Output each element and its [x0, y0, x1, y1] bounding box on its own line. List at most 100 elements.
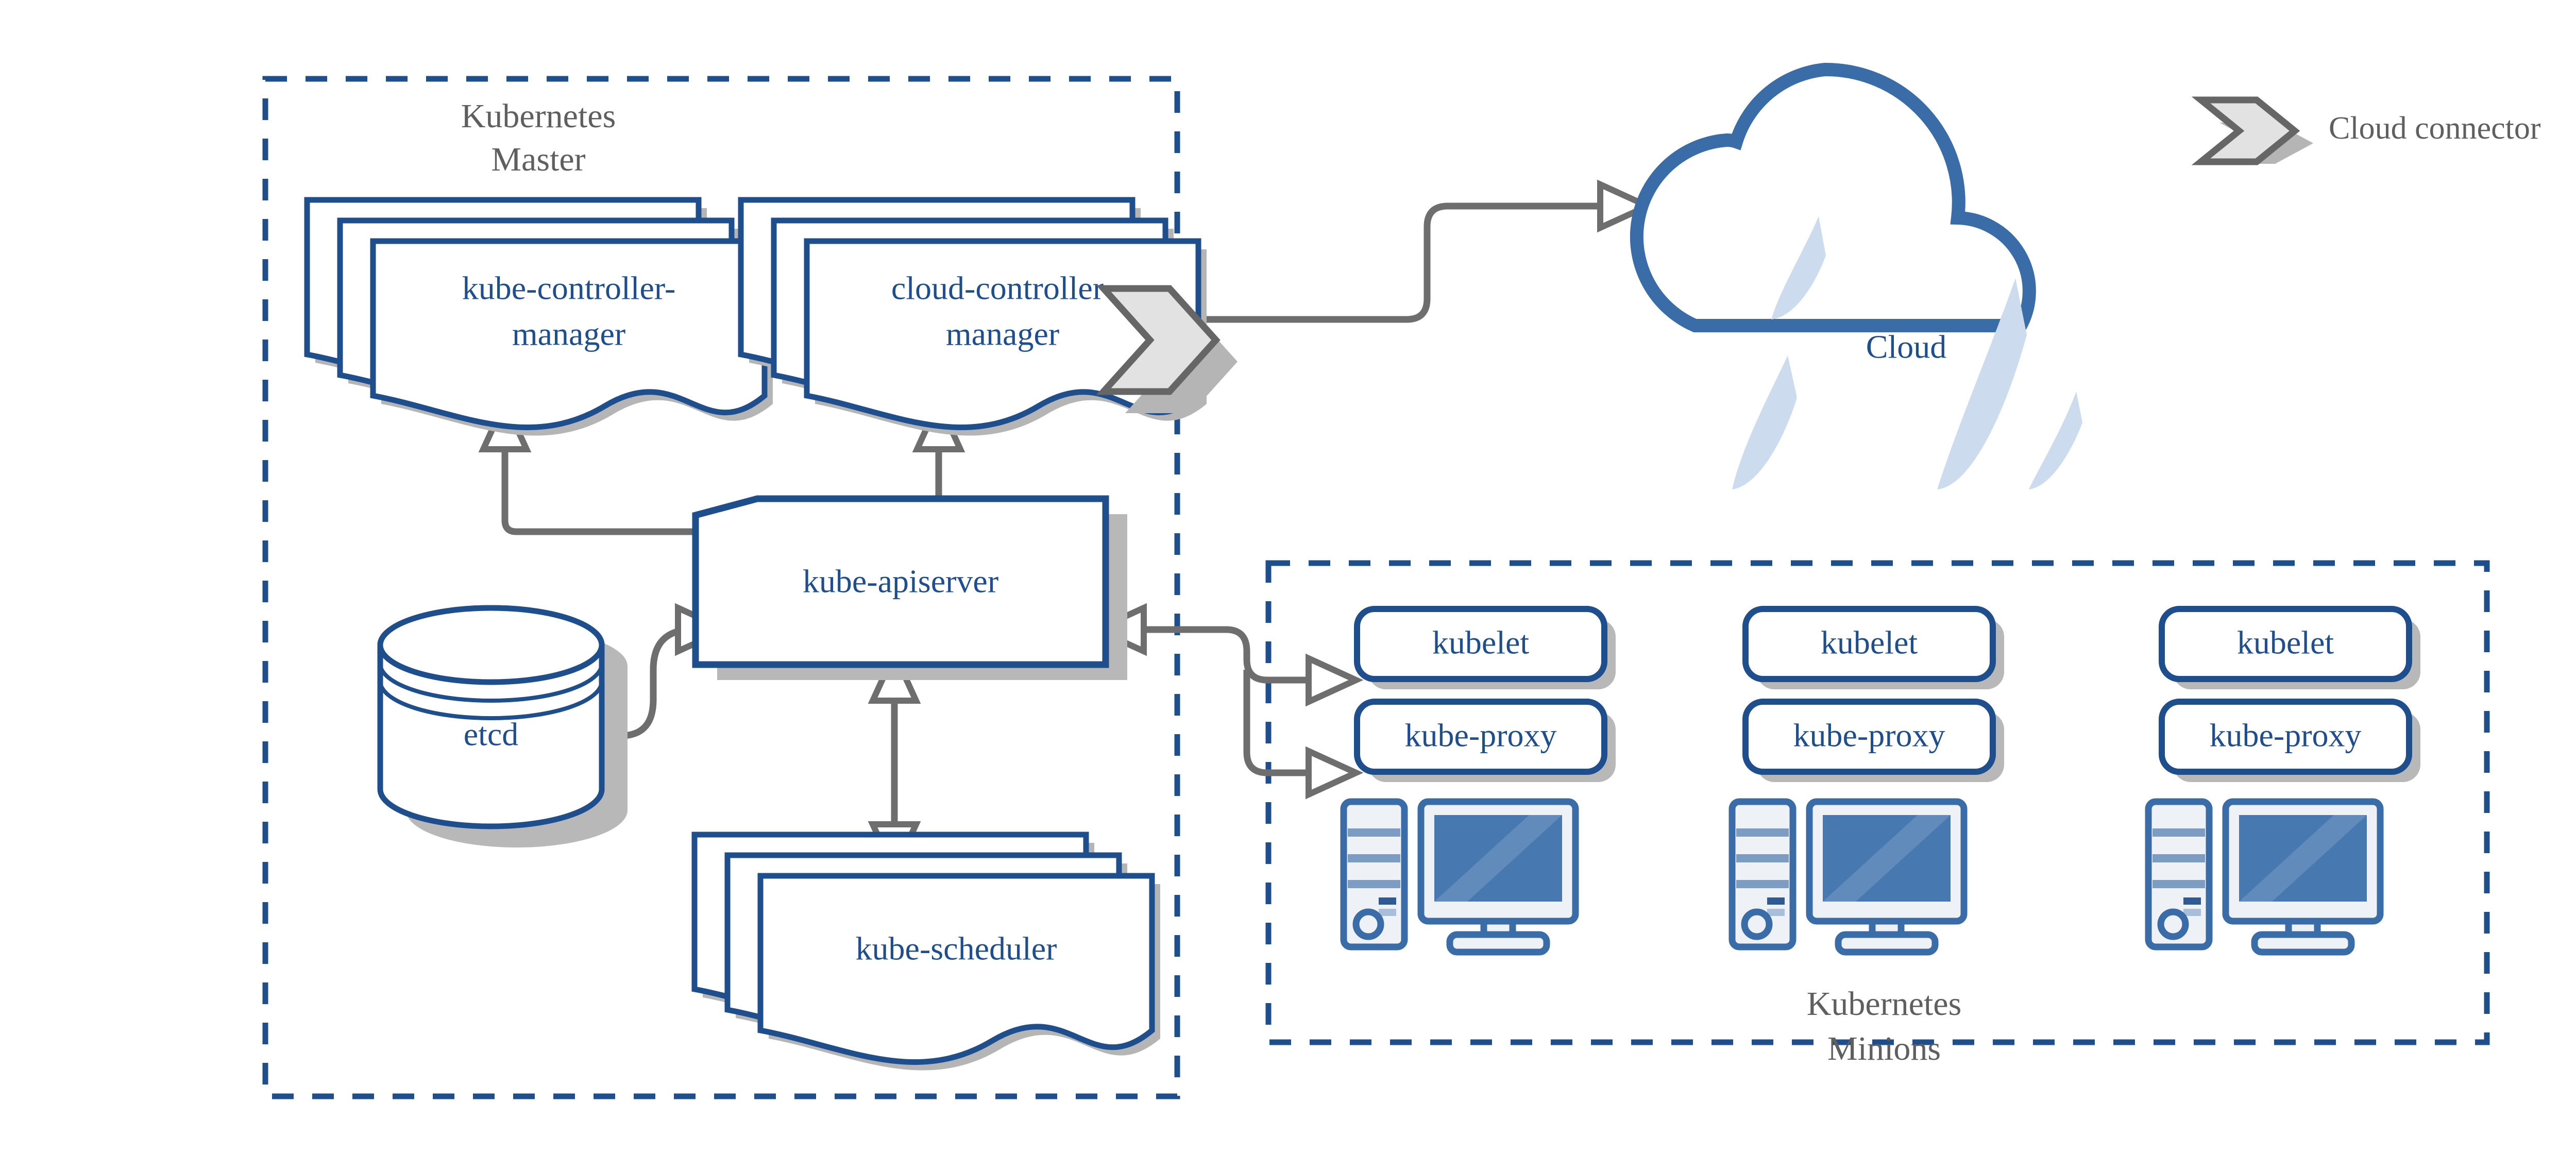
ccm-label-line2: manager	[946, 316, 1059, 352]
minion-1-computer-icon	[1340, 798, 1579, 956]
minion-1-kubelet-label: kubelet	[1432, 624, 1530, 661]
pc-power-button	[2157, 908, 2189, 940]
minions-zone-border	[1265, 560, 2490, 1045]
pc-tower-band-3	[2153, 880, 2205, 888]
ccm-label-line1: cloud-controller-	[891, 270, 1114, 307]
cloud-accent-3	[1937, 278, 2027, 489]
minion-node-3: kubelet kube-proxy	[2145, 606, 2420, 956]
minion-3-kubeproxy-box	[2159, 699, 2412, 775]
apiserver-label: kube-apiserver	[803, 563, 998, 600]
node-cloud[interactable]: Cloud	[1630, 62, 2082, 489]
node-kube-scheduler[interactable]: kube-scheduler	[694, 835, 1160, 1071]
pc-monitor-base	[1835, 931, 1939, 956]
pc-screen	[2239, 815, 2367, 902]
connector-kubeproxy-line	[1243, 670, 1324, 776]
minion-1-kubelet[interactable]: kubelet	[1354, 606, 1616, 689]
node-kube-apiserver[interactable]: kube-apiserver	[692, 495, 1127, 680]
etcd-ring-2	[378, 681, 604, 720]
legend-cloud-connector-label: Cloud connector	[2329, 111, 2541, 146]
pc-tower-band-3	[1348, 880, 1400, 888]
connector-apiserver-to-node-agents	[1089, 603, 1364, 800]
chevron-arrow-icon	[1096, 285, 1221, 395]
minion-2-kubelet[interactable]: kubelet	[1742, 606, 2004, 689]
pc-tower-band-2	[1736, 854, 1789, 862]
minion-2-computer-icon	[1728, 798, 1968, 956]
kcm-label-line2: manager	[512, 316, 625, 352]
apiserver-body	[692, 495, 1109, 668]
minions-zone-label-line2: Minions	[1827, 1030, 1941, 1067]
master-zone-label-line2: Master	[491, 141, 585, 178]
minion-1-kubeproxy-box	[1354, 699, 1607, 775]
cloud-accents	[1732, 216, 2082, 489]
pc-tower-band-1	[2153, 828, 2205, 837]
zone-kubernetes-master: Kubernetes Master	[262, 76, 1180, 1099]
minion-3-computer-icon	[2145, 798, 2384, 956]
master-zone-label-line1: Kubernetes	[461, 97, 616, 135]
pc-screen-gloss	[2239, 815, 2367, 902]
pc-screen	[1823, 815, 1951, 902]
arrowhead-right-kubelet	[1306, 653, 1364, 707]
scheduler-label: kube-scheduler	[856, 930, 1057, 967]
minion-2-kubelet-label: kubelet	[1821, 624, 1918, 661]
minion-1-kube-proxy[interactable]: kube-proxy	[1354, 699, 1616, 782]
pc-tower-slot-1	[2183, 897, 2201, 905]
connector-kubelet-line	[1128, 626, 1324, 684]
etcd-top-cap	[377, 605, 605, 685]
master-zone-border	[262, 76, 1180, 1099]
connector-cloudconnector-to-cloud	[1206, 179, 1655, 323]
pc-tower-slot-1	[1379, 897, 1396, 905]
minion-1-kubelet-box	[1354, 606, 1607, 682]
cloud-label: Cloud	[1866, 329, 1946, 365]
minion-3-kube-proxy[interactable]: kube-proxy	[2159, 699, 2420, 782]
node-etcd[interactable]: etcd	[377, 605, 628, 847]
etcd-ring-1	[378, 663, 604, 703]
pc-tower-band-3	[1736, 880, 1789, 888]
minion-2-kubeproxy-box	[1742, 699, 1996, 775]
cloud-accent-1	[1771, 216, 1826, 319]
pc-tower-slot-1	[1767, 897, 1785, 905]
cloud-accent-2	[1732, 355, 1797, 489]
legend-cloud-connector: Cloud connector	[2191, 96, 2541, 165]
minions-zone-label-line1: Kubernetes	[1807, 985, 1962, 1023]
etcd-label: etcd	[464, 716, 519, 753]
minion-2-kubeproxy-label: kube-proxy	[1793, 717, 1945, 754]
cloud-connector-shape[interactable]	[1096, 285, 1238, 413]
pc-tower-slot-2	[1767, 909, 1785, 916]
connector-cloud-line	[1206, 202, 1618, 323]
pc-monitor-base	[1446, 931, 1550, 956]
pc-tower-band-1	[1736, 828, 1789, 837]
minion-3-kubelet-box	[2159, 606, 2412, 682]
minion-node-2: kubelet kube-proxy	[1728, 606, 2004, 956]
minion-3-kubelet[interactable]: kubelet	[2159, 606, 2420, 689]
minion-2-kube-proxy[interactable]: kube-proxy	[1742, 699, 2004, 782]
arrowhead-right-cloud	[1597, 179, 1655, 233]
minion-1-kubeproxy-label: kube-proxy	[1404, 717, 1556, 754]
pc-tower-band-2	[2153, 854, 2205, 862]
minion-2-kubelet-box	[1742, 606, 1996, 682]
cloud-shape	[1630, 62, 2036, 332]
node-cloud-controller-manager[interactable]: cloud-controller- manager	[741, 200, 1207, 436]
cloud-accent-4	[2029, 392, 2082, 489]
pc-screen	[1434, 815, 1562, 902]
sched-doc-front	[760, 876, 1160, 1071]
minion-3-kubelet-label: kubelet	[2237, 624, 2334, 661]
arrowhead-right-kubeproxy	[1306, 746, 1364, 800]
pc-tower-band-1	[1348, 828, 1400, 837]
pc-screen-gloss	[1823, 815, 1951, 902]
pc-monitor-base	[2251, 931, 2355, 956]
pc-tower-band-2	[1348, 854, 1400, 862]
kcm-label-line1: kube-controller-	[462, 270, 676, 307]
pc-screen-gloss	[1434, 815, 1562, 902]
node-kube-controller-manager[interactable]: kube-controller- manager	[307, 200, 773, 436]
pc-power-button	[1741, 908, 1773, 940]
pc-tower-slot-2	[2183, 909, 2201, 916]
pc-tower-slot-2	[1379, 909, 1396, 916]
legend-chevron-arrow-icon	[2191, 96, 2300, 165]
minion-node-1: kubelet kube-proxy	[1340, 606, 1616, 956]
zone-kubernetes-minions: Kubernetes Minions	[1265, 560, 2490, 1067]
pc-power-button	[1352, 908, 1384, 940]
connector-kcm-line	[501, 440, 876, 535]
minion-3-kubeproxy-label: kube-proxy	[2209, 717, 2361, 754]
